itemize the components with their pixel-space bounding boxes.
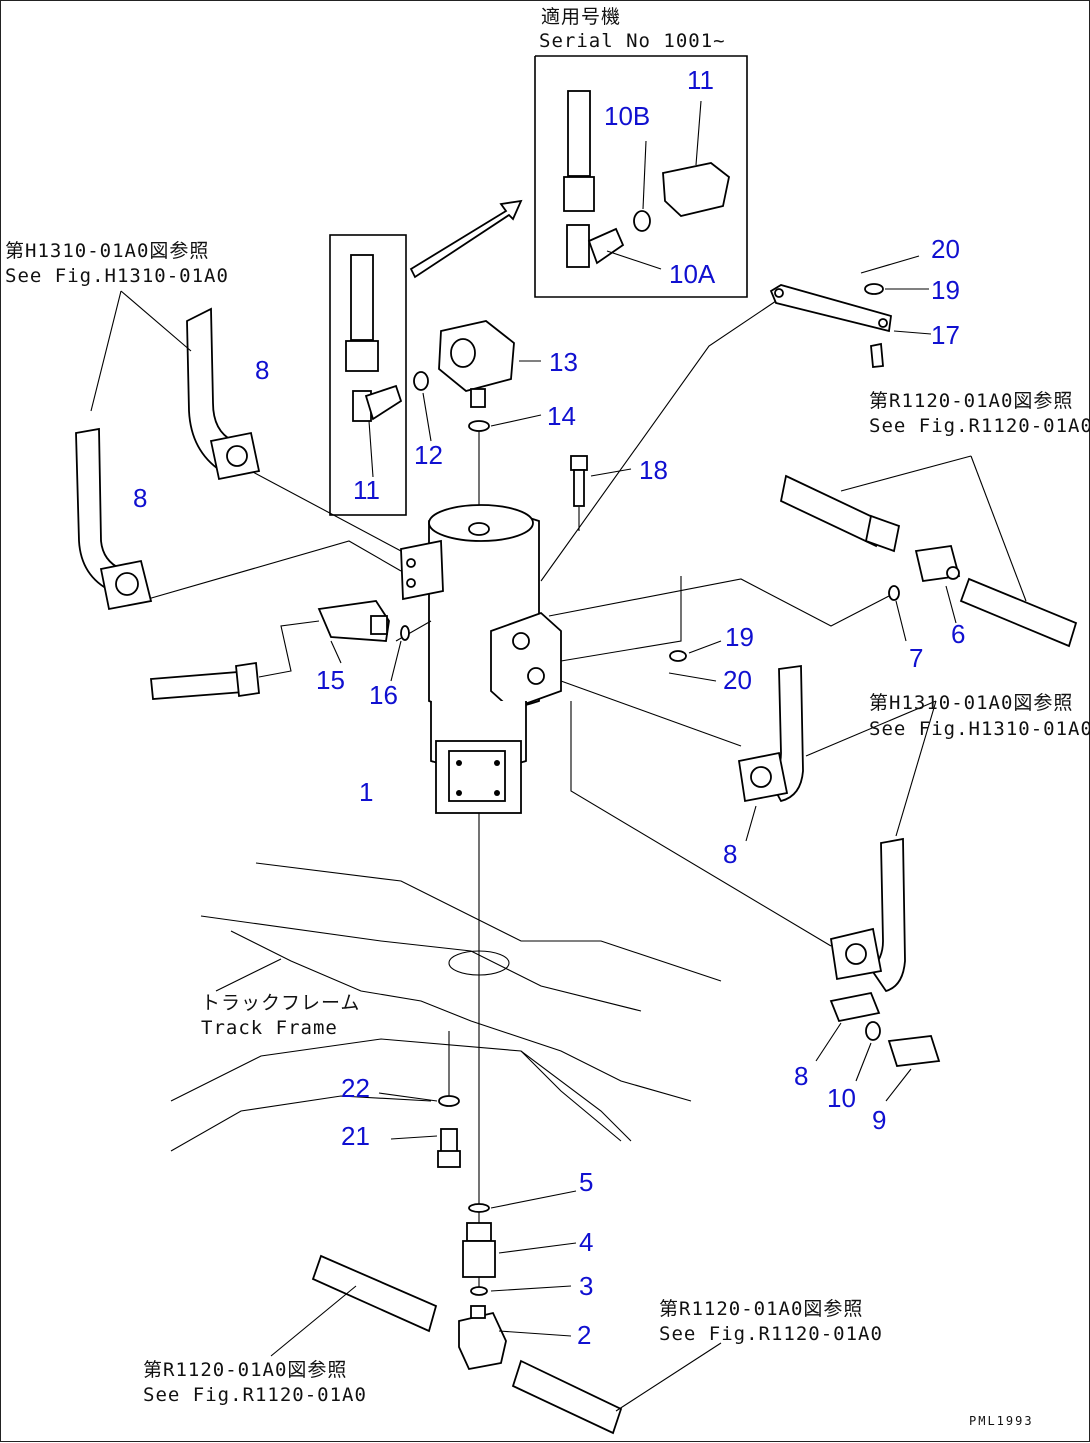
- callout-1: 1: [359, 777, 373, 807]
- callout-8-top-left: 8: [255, 355, 269, 385]
- callout-6: 6: [951, 619, 965, 649]
- inset-box: [329, 234, 407, 516]
- callout-19-top: 19: [931, 275, 960, 305]
- callout-2: 2: [577, 1320, 591, 1350]
- flange-8-top-left: [186, 307, 261, 481]
- callout-18: 18: [639, 455, 668, 485]
- ref-h1310-right-en: See Fig.H1310-01A0: [869, 718, 1090, 740]
- ref-r1120-right-jp: 第R1120-01A0図参照: [869, 390, 1073, 412]
- drawing-code: PML1993: [969, 1414, 1034, 1428]
- track-frame-outline: [170, 862, 722, 1152]
- flange-8-right: [737, 664, 937, 842]
- swivel-joint-body: [400, 504, 562, 814]
- callout-8-lower-right: 8: [794, 1061, 808, 1091]
- leader-lines: [140, 300, 890, 947]
- ref-h1310-right-jp: 第H1310-01A0図参照: [869, 692, 1073, 714]
- callout-20-top: 20: [931, 234, 960, 264]
- part-13-block: [438, 320, 541, 408]
- inset-arrow: [409, 199, 523, 279]
- callout-5: 5: [579, 1167, 593, 1197]
- ref-leader-left-a: [90, 290, 122, 412]
- callout-17: 17: [931, 320, 960, 350]
- part-6-fitting: [779, 455, 1078, 648]
- callout-7: 7: [909, 643, 923, 673]
- track-frame-en: Track Frame: [201, 1017, 338, 1039]
- callout-10A: 10A: [669, 259, 716, 289]
- callout-10B: 10B: [604, 101, 650, 131]
- ref-r1120-bottom-right-jp: 第R1120-01A0図参照: [659, 1298, 863, 1320]
- callout-19-mid: 19: [725, 622, 754, 652]
- callout-20-mid: 20: [723, 665, 752, 695]
- callout-9: 9: [872, 1105, 886, 1135]
- callout-10: 10: [827, 1083, 856, 1113]
- serial-box: 適用号機 Serial No 1001~: [534, 6, 748, 298]
- callout-3: 3: [579, 1271, 593, 1301]
- ref-leader-left-b: [120, 290, 192, 352]
- flange-8-lower-right: [815, 837, 941, 1102]
- callout-22: 22: [341, 1073, 370, 1103]
- bottom-hoses: [270, 1254, 722, 1435]
- callout-12: 12: [414, 440, 443, 470]
- callout-15: 15: [316, 665, 345, 695]
- part-17-plate: [769, 255, 932, 368]
- callout-16: 16: [369, 680, 398, 710]
- serial-box-serial: Serial No 1001~: [539, 30, 726, 52]
- ref-r1120-bottom-left-jp: 第R1120-01A0図参照: [143, 1359, 347, 1381]
- bolt-21-22: [378, 1031, 461, 1168]
- parts-2-5: [458, 1190, 577, 1371]
- callout-14: 14: [547, 401, 576, 431]
- inset-parts: [345, 254, 432, 478]
- callout-11-top: 11: [687, 65, 714, 95]
- callout-8-left: 8: [133, 483, 147, 513]
- callout-11-inset: 11: [353, 475, 380, 505]
- serial-box-parts: [563, 90, 730, 270]
- ref-h1310-left-jp: 第H1310-01A0図参照: [5, 240, 209, 262]
- ref-h1310-left-en: See Fig.H1310-01A0: [5, 265, 229, 287]
- track-frame-jp: トラックフレーム: [201, 992, 360, 1014]
- flange-8-left: [75, 427, 153, 611]
- ref-r1120-bottom-right-en: See Fig.R1120-01A0: [659, 1323, 883, 1345]
- part-15-fitting: [150, 600, 410, 700]
- callout-4: 4: [579, 1227, 593, 1257]
- ref-r1120-right-en: See Fig.R1120-01A0: [869, 415, 1090, 437]
- callout-13: 13: [549, 347, 578, 377]
- serial-box-title: 適用号機: [541, 6, 621, 28]
- ref-r1120-bottom-left-en: See Fig.R1120-01A0: [143, 1384, 367, 1406]
- callout-8-right: 8: [723, 839, 737, 869]
- callout-21: 21: [341, 1121, 370, 1151]
- bolt-18: [570, 455, 632, 531]
